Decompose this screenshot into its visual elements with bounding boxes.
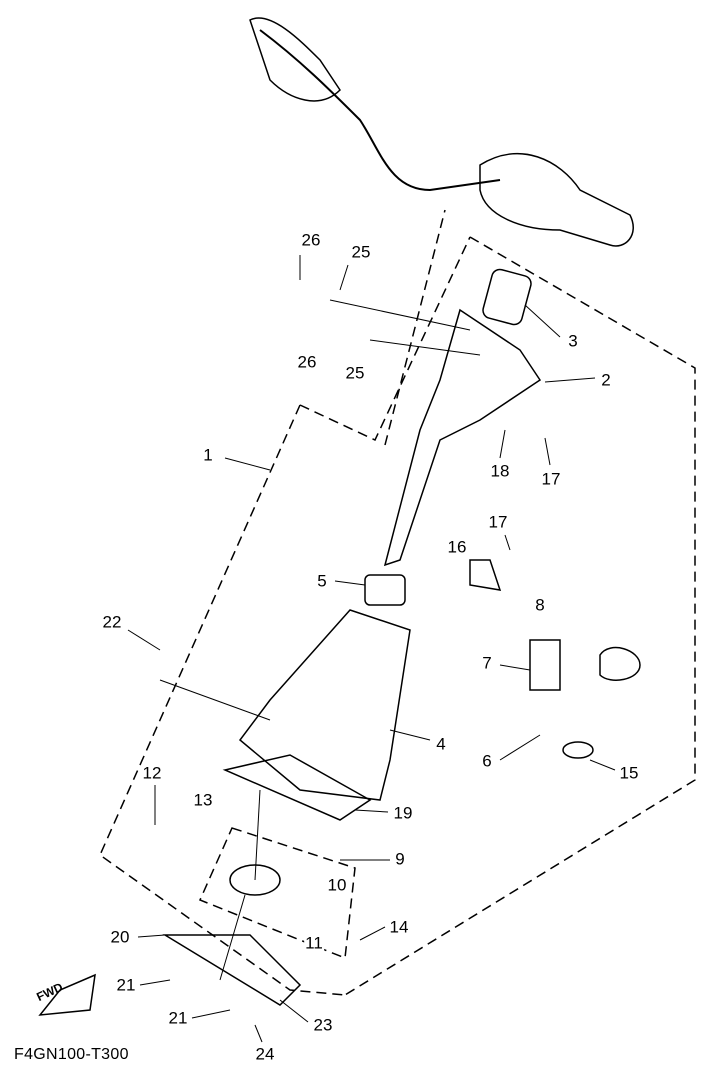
callout-17: 17 — [540, 469, 562, 489]
callout-18: 18 — [489, 461, 511, 481]
callout-5: 5 — [316, 571, 328, 591]
plate-20 — [162, 934, 302, 1006]
leader-lines — [127, 255, 616, 1043]
callout-26: 26 — [296, 352, 318, 372]
callout-14: 14 — [388, 917, 410, 937]
part-9 — [229, 864, 281, 896]
callout-17: 17 — [487, 512, 509, 532]
callout-8: 8 — [534, 595, 546, 615]
callout-22: 22 — [101, 612, 123, 632]
callout-4: 4 — [435, 734, 447, 754]
callout-23: 23 — [312, 1015, 334, 1035]
callout-26: 26 — [300, 230, 322, 250]
part-15 — [599, 646, 641, 681]
callout-21: 21 — [167, 1008, 189, 1028]
callout-10: 10 — [326, 875, 348, 895]
diagram-code: F4GN100-T300 — [14, 1046, 129, 1063]
handlebar-dashed — [384, 209, 446, 446]
callout-20: 20 — [109, 927, 131, 947]
callout-2: 2 — [600, 370, 612, 390]
callout-21: 21 — [115, 975, 137, 995]
callout-24: 24 — [254, 1044, 276, 1064]
callout-19: 19 — [392, 803, 414, 823]
handlebar — [259, 29, 501, 192]
callout-9: 9 — [394, 849, 406, 869]
callout-15: 15 — [618, 763, 640, 783]
subassembly-9-outline — [198, 827, 356, 960]
steering-housing-4 — [238, 609, 411, 801]
callout-25: 25 — [344, 363, 366, 383]
part-7 — [529, 639, 561, 691]
callout-12: 12 — [141, 763, 163, 783]
callout-6: 6 — [481, 751, 493, 771]
callout-11: 11 — [304, 933, 324, 953]
steering-column — [383, 308, 542, 567]
assembly-outline-left-2 — [99, 404, 346, 996]
fwd-arrow-icon — [38, 973, 96, 1016]
assembly-outline-left — [299, 236, 471, 441]
part-5 — [364, 574, 406, 606]
callout-3: 3 — [567, 331, 579, 351]
callout-16: 16 — [446, 537, 468, 557]
part-16 — [469, 559, 502, 591]
gasket-19 — [222, 754, 372, 821]
callout-25: 25 — [350, 242, 372, 262]
callout-7: 7 — [481, 653, 493, 673]
callout-1: 1 — [202, 445, 214, 465]
part-3 — [482, 268, 532, 326]
callout-13: 13 — [192, 790, 214, 810]
assembly-outline — [344, 236, 696, 996]
